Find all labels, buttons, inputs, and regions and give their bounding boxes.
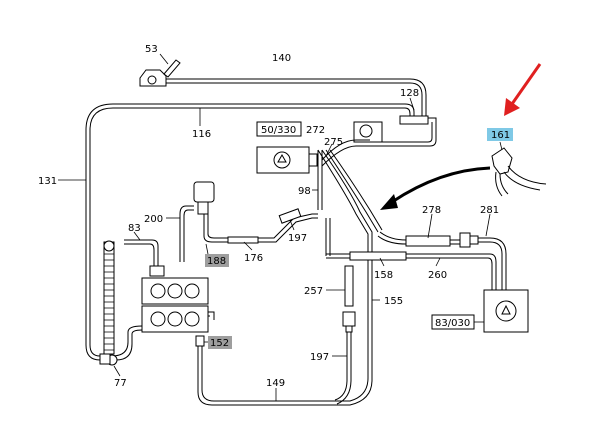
line-116-pipe <box>113 103 415 118</box>
line-140-pipe <box>166 78 427 120</box>
line-281-pipe <box>478 237 507 290</box>
filter-block-upper <box>141 277 209 305</box>
label-box-161 <box>487 128 513 141</box>
label-50-330: 50/330 <box>261 125 296 136</box>
label-83-030: 83/030 <box>435 318 470 329</box>
line-158-sleeve <box>349 251 407 261</box>
leader-53 <box>159 53 169 65</box>
label-197-upper: 197 <box>288 233 307 244</box>
label-161: 161 <box>491 130 510 141</box>
label-140: 140 <box>272 53 291 64</box>
leader-260 <box>435 257 441 267</box>
leader-83 <box>133 231 141 241</box>
line-128-fitting <box>399 115 429 125</box>
connector-197 <box>342 311 356 333</box>
label-box-188 <box>205 254 229 267</box>
leader-77 <box>113 365 121 377</box>
fitting-152 <box>195 335 205 347</box>
label-83: 83 <box>128 223 141 234</box>
label-131: 131 <box>38 176 57 187</box>
leader-128 <box>409 97 415 111</box>
label-278: 278 <box>422 205 441 216</box>
line-197-lower-pipe <box>334 332 352 405</box>
line-176-pipe <box>203 213 318 243</box>
component-83-030 <box>483 289 529 333</box>
leader-188 <box>205 243 209 255</box>
pointer-arrowhead-black <box>380 194 398 210</box>
label-152: 152 <box>210 338 229 349</box>
line-83-pipe <box>124 239 159 268</box>
label-260: 260 <box>428 270 447 281</box>
label-275: 275 <box>324 137 343 148</box>
component-275-unit <box>353 121 383 143</box>
part-161-connector <box>491 147 547 197</box>
line-98-pipe <box>325 149 383 233</box>
filter-block-lower <box>141 305 209 333</box>
line-155-pipe <box>317 149 373 406</box>
leader-158 <box>379 257 385 267</box>
label-116: 116 <box>192 129 211 140</box>
fitting-77 <box>99 353 118 366</box>
component-50-330 <box>256 146 318 174</box>
pointer-arrowhead-red <box>504 98 520 116</box>
line-200-pipe <box>179 205 194 262</box>
pointer-arrow-red <box>510 63 542 105</box>
part-53-connector <box>139 59 181 87</box>
pointer-arrow-black <box>391 166 491 204</box>
label-box-152 <box>208 336 232 349</box>
label-281: 281 <box>480 205 499 216</box>
label-77: 77 <box>114 378 127 389</box>
label-176: 176 <box>244 253 263 264</box>
label-128: 128 <box>400 88 419 99</box>
line-272-pipe <box>317 150 323 210</box>
line-77-pipe <box>111 325 143 361</box>
label-158: 158 <box>374 270 393 281</box>
corrugated-hose <box>103 240 115 355</box>
label-272: 272 <box>306 125 325 136</box>
line-128-return <box>370 117 437 147</box>
label-149: 149 <box>266 378 285 389</box>
label-200: 200 <box>144 214 163 225</box>
label-box-50-330 <box>256 121 302 137</box>
label-98: 98 <box>298 186 311 197</box>
line-98-down <box>325 218 331 256</box>
line-197-sleeve <box>278 208 302 224</box>
line-257-sleeve <box>344 265 354 307</box>
label-53: 53 <box>145 44 158 55</box>
leader-176 <box>243 241 253 251</box>
line-131-pipe <box>85 103 114 361</box>
connector-281 <box>459 232 479 248</box>
leader-275 <box>325 143 333 157</box>
component-200-canister <box>193 181 215 215</box>
line-176-sleeve <box>227 236 259 244</box>
leader-281 <box>485 213 491 237</box>
filter-outlet-pipe <box>208 311 215 320</box>
fitting-83 <box>149 265 165 277</box>
line-158-pipe <box>326 253 497 290</box>
leader-161 <box>499 141 503 151</box>
label-197-lower: 197 <box>310 352 329 363</box>
label-188: 188 <box>207 256 226 267</box>
leader-197a <box>289 219 295 231</box>
line-149-pipe <box>197 346 336 406</box>
label-155: 155 <box>384 296 403 307</box>
label-box-83-030 <box>431 314 475 330</box>
leader-278 <box>427 213 433 239</box>
label-257: 257 <box>304 286 323 297</box>
